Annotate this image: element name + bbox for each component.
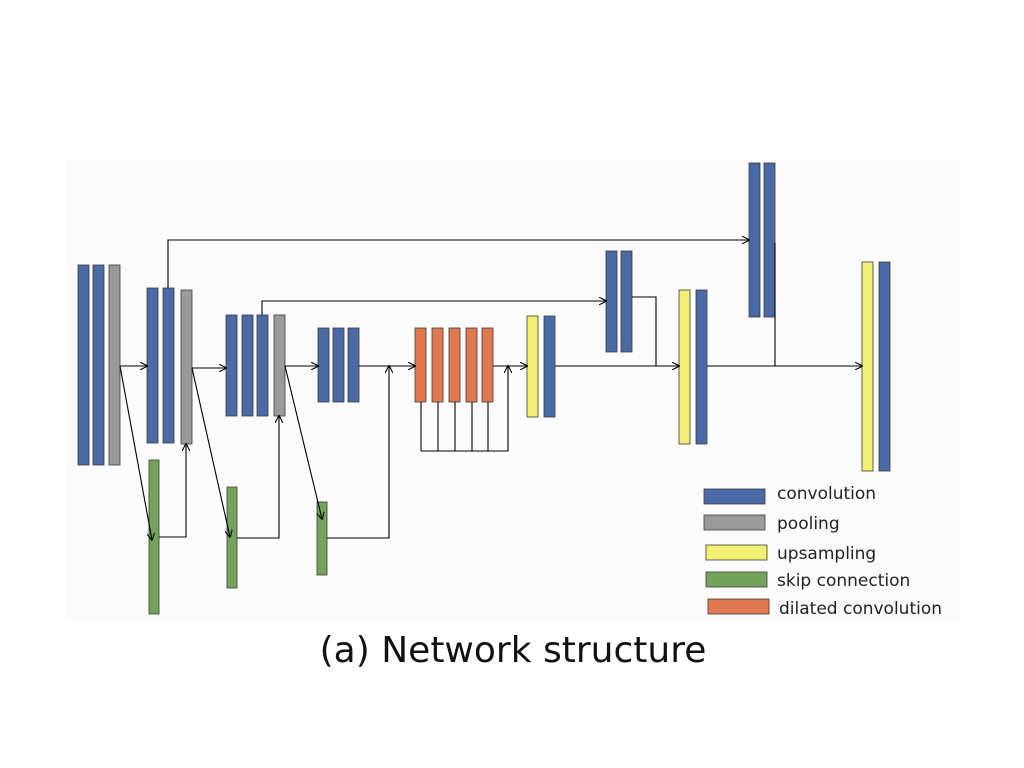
legend-label-skip-connection: skip connection	[777, 571, 910, 591]
diagram-panel	[66, 160, 960, 620]
dilated-convolution-block-17	[465, 327, 478, 403]
convolution-block-12	[332, 327, 345, 403]
connection-line-19	[167, 240, 749, 288]
convolution-block-26	[763, 162, 776, 318]
convolution-block-24	[695, 289, 708, 445]
pooling-block-3	[108, 264, 121, 466]
convolution-block-5	[162, 287, 175, 444]
legend-label-upsampling: upsampling	[777, 544, 876, 564]
convolution-block-20	[543, 315, 556, 418]
connection-line-2	[119, 365, 152, 540]
connection-line-8	[284, 365, 322, 519]
network-connections	[119, 240, 862, 540]
pooling-block-6	[180, 289, 193, 445]
connection-line-3	[159, 444, 186, 538]
dilated-convolution-block-14	[414, 327, 427, 403]
convolution-block-13	[347, 327, 360, 403]
dilated-convolution-block-15	[431, 327, 444, 403]
convolution-block-7	[225, 314, 238, 417]
convolution-block-11	[317, 327, 330, 403]
convolution-block-25	[748, 162, 761, 318]
convolution-block-1	[77, 264, 90, 466]
legend-swatch-convolution	[703, 488, 766, 505]
legend: convolution pooling upsampling skip conn…	[703, 484, 942, 619]
convolution-block-8	[241, 314, 254, 417]
upsampling-block-19	[526, 315, 539, 418]
network-blocks	[77, 162, 891, 615]
skip-connection-block-29	[148, 459, 160, 615]
convolution-block-4	[146, 287, 159, 444]
connection-line-20	[261, 301, 606, 315]
connection-line-16	[421, 366, 508, 452]
convolution-block-22	[620, 250, 633, 353]
skip-connection-block-31	[316, 501, 328, 576]
skip-connection-block-30	[226, 486, 238, 589]
legend-swatch-dilated-convolution	[707, 598, 770, 615]
legend-label-convolution: convolution	[777, 484, 876, 504]
convolution-block-21	[605, 250, 618, 353]
legend-swatch-pooling	[703, 514, 766, 531]
connection-line-9	[327, 366, 389, 539]
upsampling-block-23	[678, 289, 691, 445]
legend-swatch-upsampling	[705, 544, 768, 561]
convolution-block-2	[92, 264, 105, 466]
dilated-convolution-block-16	[448, 327, 461, 403]
legend-label-dilated-convolution: dilated convolution	[779, 599, 942, 619]
legend-swatch-skip-connection	[705, 571, 768, 588]
convolution-block-9	[256, 314, 269, 417]
connection-line-5	[191, 367, 230, 537]
dilated-convolution-block-18	[481, 327, 494, 403]
legend-label-pooling: pooling	[777, 514, 840, 534]
pooling-block-10	[273, 314, 286, 417]
caption: (a) Network structure	[320, 630, 707, 671]
upsampling-block-27	[861, 261, 874, 472]
connection-line-6	[237, 416, 279, 539]
connection-line-21	[632, 296, 657, 366]
convolution-block-28	[878, 261, 891, 472]
